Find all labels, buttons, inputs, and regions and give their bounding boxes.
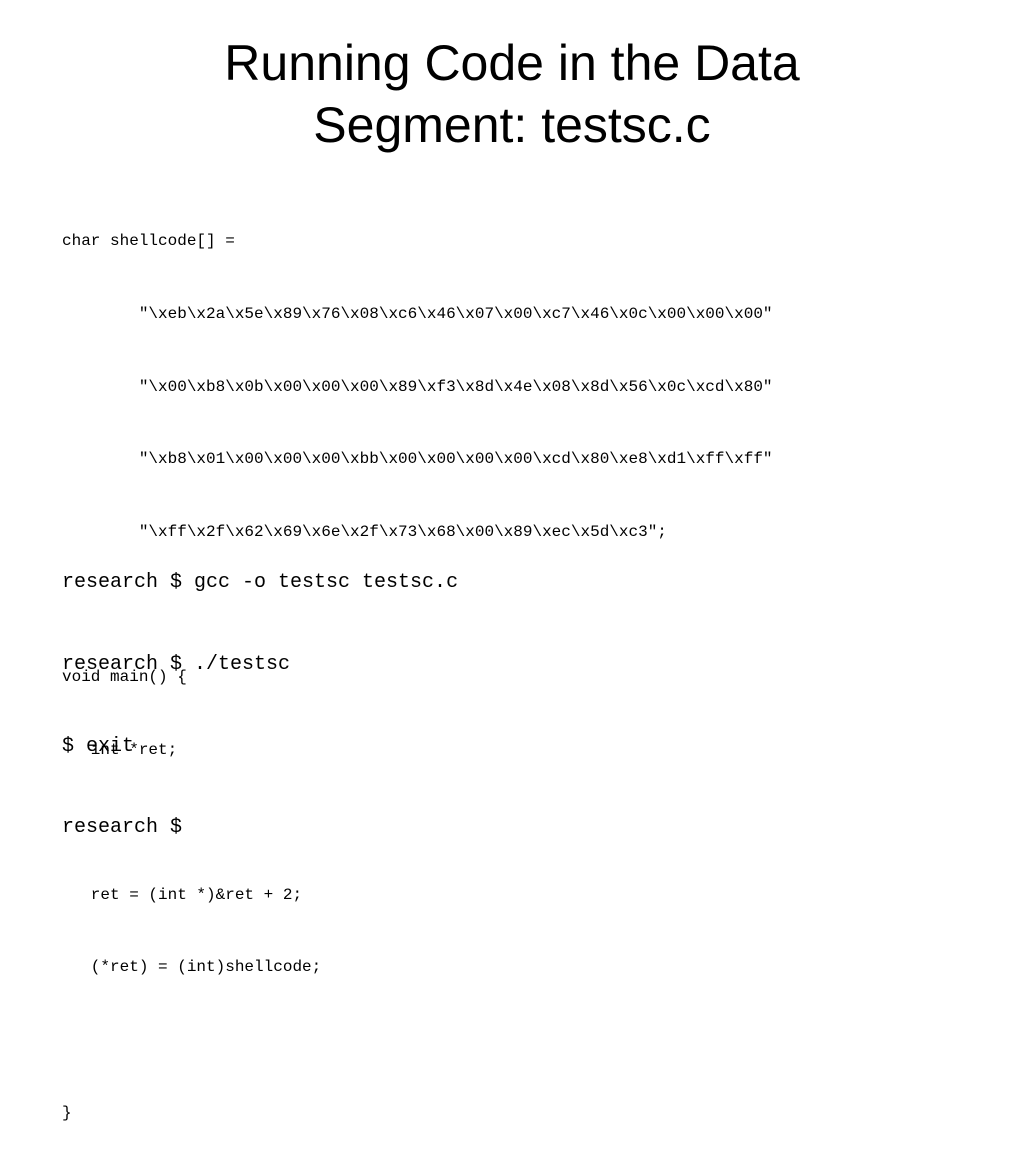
- slide-title-line-2: Segment: testsc.c: [313, 97, 711, 153]
- slide-title-line-1: Running Code in the Data: [224, 35, 800, 91]
- code-line: "\xb8\x01\x00\x00\x00\xbb\x00\x00\x00\x0…: [62, 450, 773, 469]
- code-line: ret = (int *)&ret + 2;: [62, 885, 303, 904]
- code-line: }: [62, 1103, 72, 1122]
- terminal-line: $ exit: [62, 734, 135, 758]
- code-line: char shellcode[] =: [62, 232, 235, 251]
- code-line: "\x00\xb8\x0b\x00\x00\x00\x89\xf3\x8d\x4…: [62, 377, 773, 396]
- code-line: void main() {: [62, 668, 187, 687]
- code-line: [62, 1028, 773, 1052]
- code-line: int *ret;: [62, 740, 178, 759]
- code-line: (*ret) = (int)shellcode;: [62, 958, 322, 977]
- slide-title: Running Code in the Data Segment: testsc…: [0, 32, 1024, 156]
- terminal-line: research $ gcc -o testsc testsc.c: [62, 571, 459, 595]
- code-line: "\xeb\x2a\x5e\x89\x76\x08\xc6\x46\x07\x0…: [62, 305, 773, 324]
- code-line: "\xff\x2f\x62\x69\x6e\x2f\x73\x68\x00\x8…: [62, 522, 667, 541]
- terminal-line: research $ ./testsc: [62, 653, 291, 677]
- terminal-line: research $: [62, 816, 183, 840]
- terminal-session: research $ gcc -o testsc testsc.c resear…: [62, 515, 458, 869]
